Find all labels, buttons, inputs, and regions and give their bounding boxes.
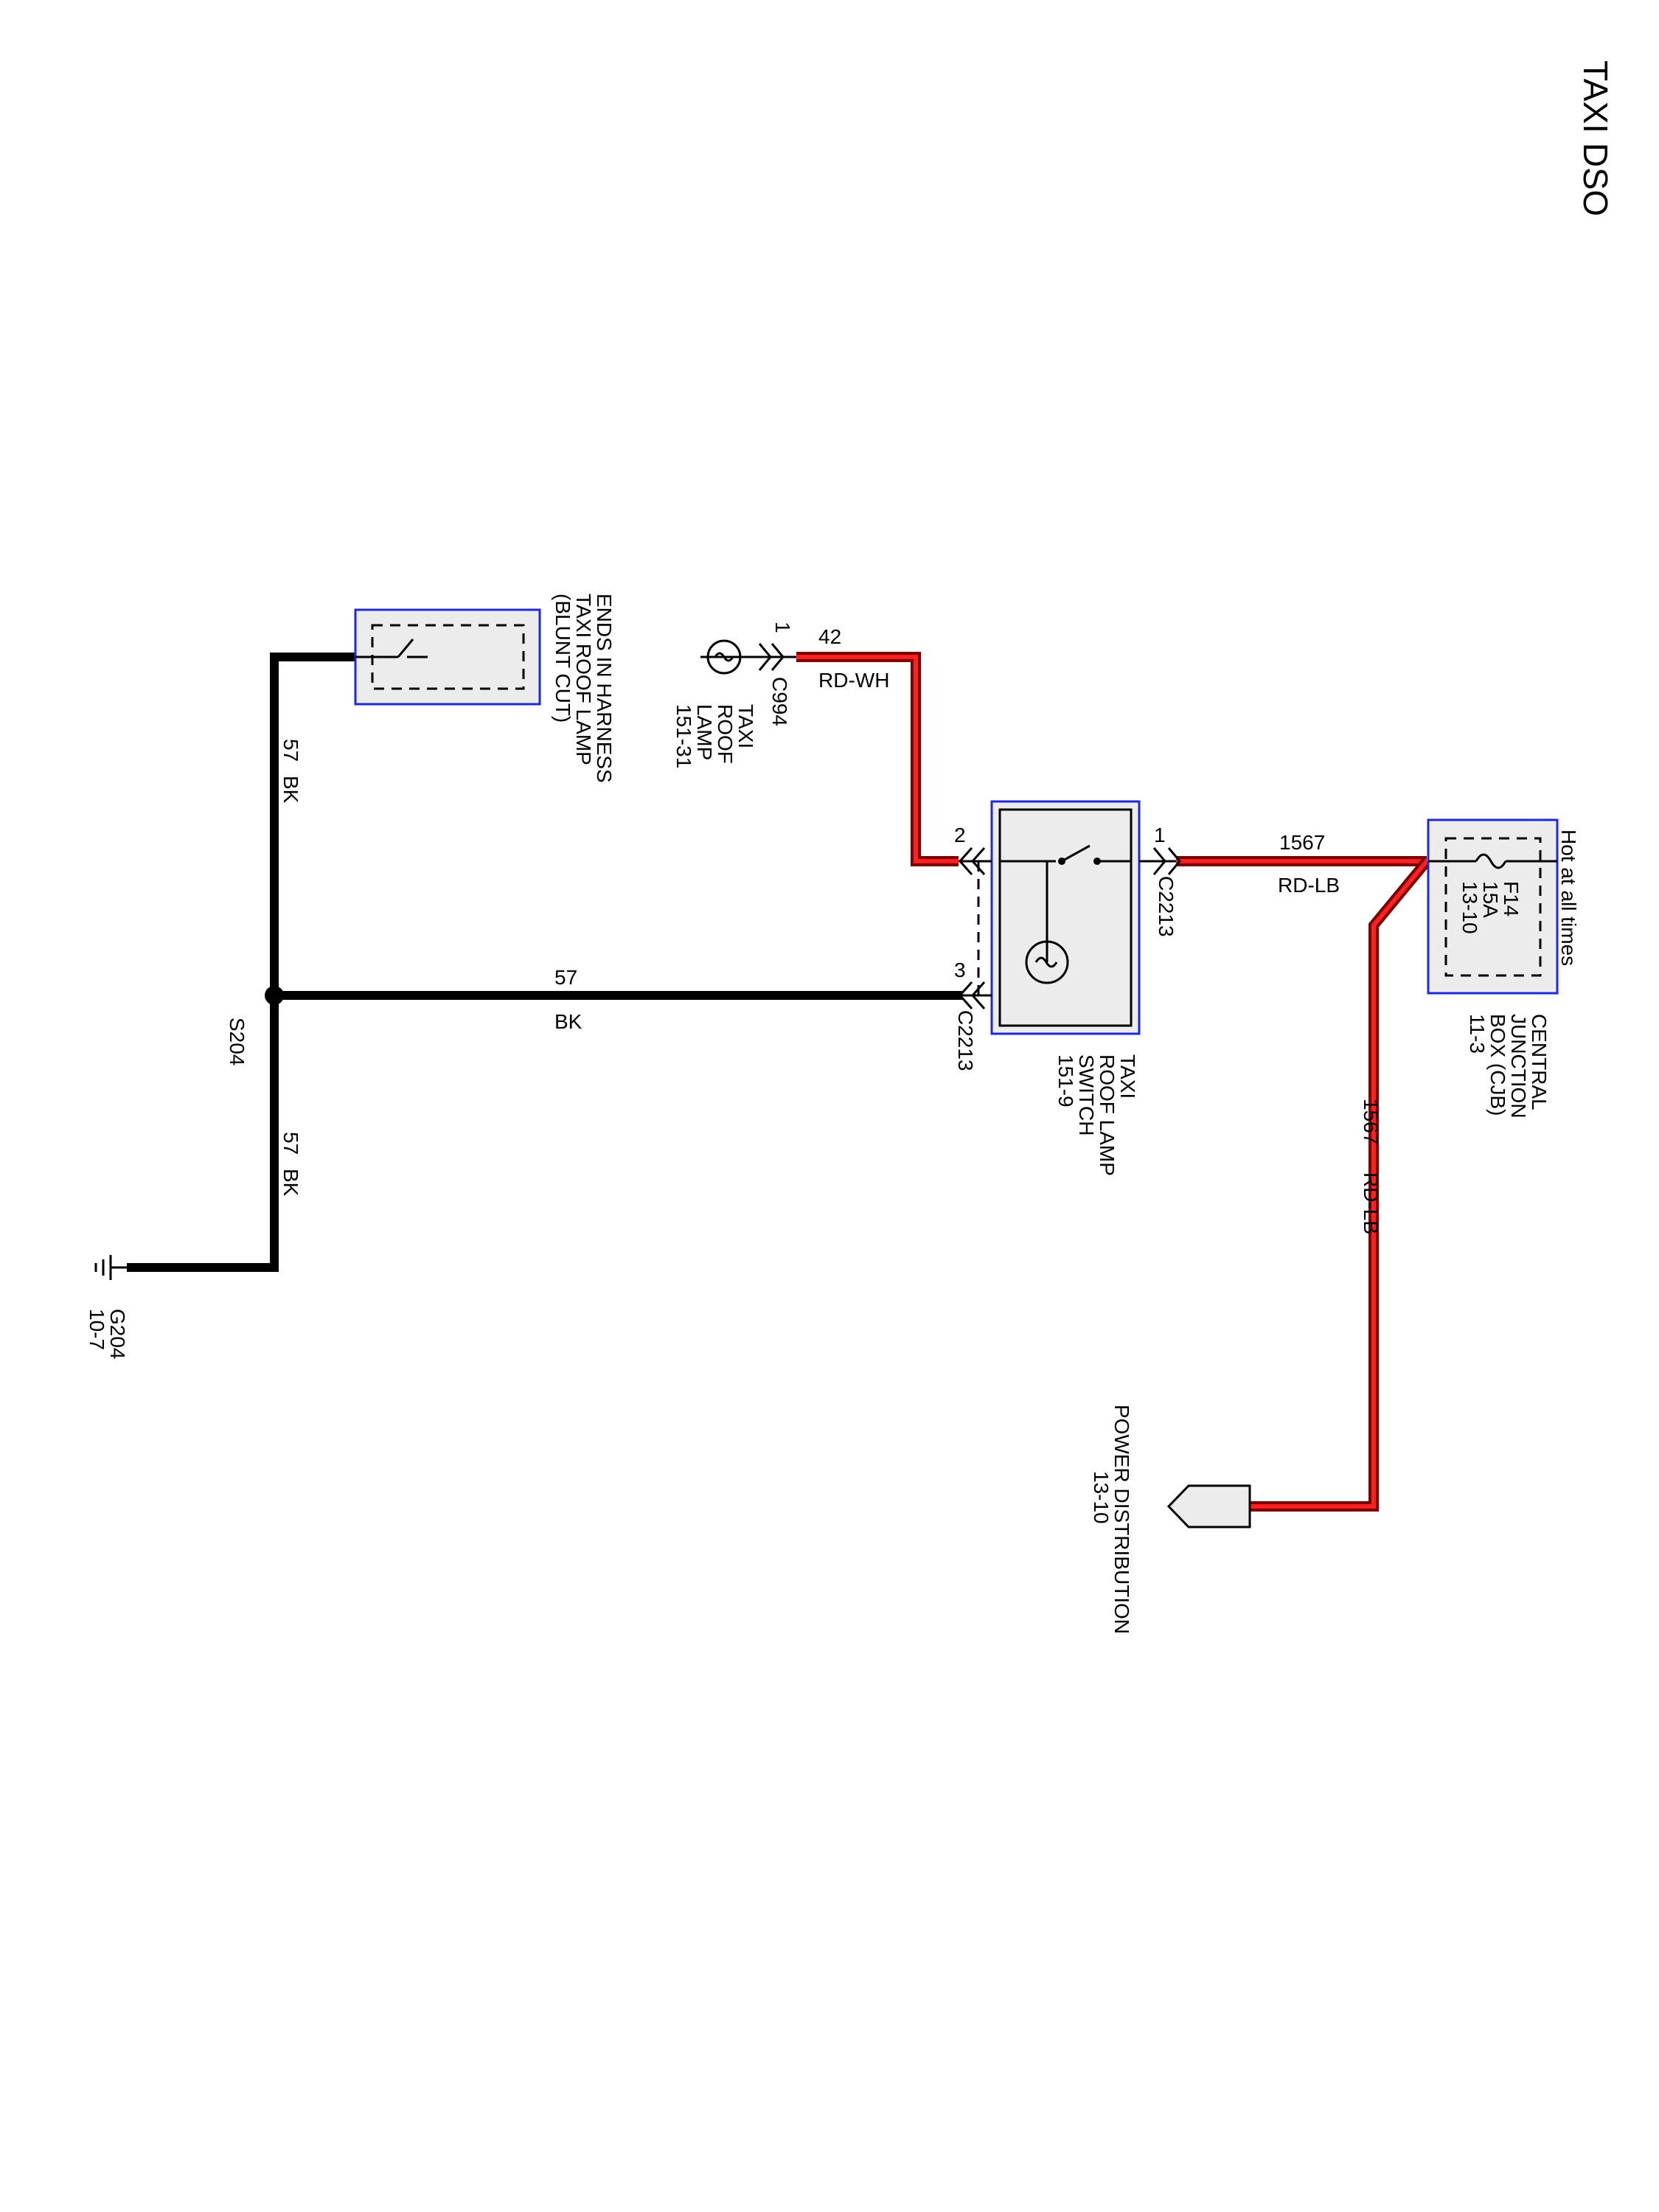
wire-57-mid-color: BK	[554, 1010, 582, 1033]
connector-c2213-label-top: C2213	[1155, 876, 1178, 937]
wire-1567-top-circuit: 1567	[1279, 831, 1325, 854]
wire-57-upper-circuit: 57	[279, 739, 302, 762]
cjb-name-line3: BOX (CJB)	[1486, 1014, 1509, 1116]
switch-name-line1: TAXI	[1116, 1054, 1139, 1099]
ground-g204-icon	[94, 1255, 127, 1280]
switch-pin3-label: 3	[954, 959, 966, 981]
wire-57-upper	[270, 653, 355, 995]
cjb-name-line4: 11-3	[1466, 1014, 1489, 1054]
harness-end-blunt-cut	[354, 608, 541, 706]
diagram-title: TAXI DSO	[1576, 60, 1615, 216]
ground-label-line1: G204	[106, 1309, 129, 1360]
wire-57-lower-color: BK	[279, 1169, 302, 1197]
wire-42-rd-wh	[796, 652, 959, 866]
fuse-f14-icon	[1428, 853, 1557, 869]
cjb-name-line2: JUNCTION	[1507, 1014, 1530, 1119]
connector-c2213-pin3-icon	[958, 981, 986, 1009]
harness-end-line1: ENDS IN HARNESS	[593, 594, 616, 783]
wire-42-circuit: 42	[818, 625, 841, 648]
wire-1567-vertical	[1250, 858, 1431, 1512]
wire-57-upper-color: BK	[279, 776, 302, 804]
switch-name-line4: 151-9	[1054, 1054, 1077, 1107]
harness-end-line3: (BLUNT CUT)	[552, 594, 574, 723]
cjb-name-line1: CENTRAL	[1528, 1014, 1551, 1110]
switch-name-line2: ROOF LAMP	[1096, 1054, 1119, 1176]
switch-name-line3: SWITCH	[1075, 1054, 1098, 1135]
wire-57-lower	[127, 995, 279, 1272]
wire-57-lower-circuit: 57	[279, 1132, 302, 1155]
splice-s204-dot	[265, 986, 284, 1005]
cjb-hot-label: Hot at all times	[1557, 830, 1580, 966]
wire-1567-vertical-color: RD-LB	[1360, 1172, 1382, 1234]
cjb-fuse-line2: 15A	[1479, 881, 1502, 918]
roof-lamp-name-line4: 151-31	[672, 704, 695, 768]
central-junction-box	[1427, 818, 1559, 995]
power-distribution-connector-icon	[1166, 1484, 1251, 1528]
switch-indicator-lamp-icon	[1025, 940, 1069, 984]
roof-lamp-bulb-icon	[706, 639, 742, 675]
cjb-fuse-line1: F14	[1500, 881, 1523, 917]
switch-pin2-label: 2	[954, 824, 966, 846]
wire-42-color: RD-WH	[818, 669, 889, 692]
switch-pin1-label: 1	[1154, 824, 1166, 846]
connector-c2213-pin2-icon	[958, 847, 986, 875]
taxi-roof-lamp-switch	[959, 800, 1176, 1035]
wire-1567-top-color: RD-LB	[1278, 874, 1340, 897]
taxi-roof-lamp	[700, 639, 796, 675]
wire-57-mid-circuit: 57	[554, 966, 577, 989]
cjb-fuse-line3: 13-10	[1458, 881, 1481, 934]
connector-c2213-label-bottom: C2213	[954, 1010, 977, 1071]
roof-lamp-name-line3: LAMP	[693, 704, 716, 760]
power-distribution-line2: 13-10	[1090, 1471, 1113, 1524]
power-distribution-line1: POWER DISTRIBUTION	[1110, 1405, 1133, 1634]
roof-lamp-pin-label: 1	[771, 622, 794, 633]
switch-contact-right	[1093, 858, 1101, 865]
connector-c994-label: C994	[768, 677, 791, 726]
roof-lamp-name-line1: TAXI	[734, 704, 757, 748]
splice-s204-label: S204	[226, 1018, 248, 1065]
wire-1567-vertical-circuit: 1567	[1360, 1099, 1382, 1144]
ground-label-line2: 10-7	[86, 1309, 108, 1350]
roof-lamp-name-line2: ROOF	[714, 704, 737, 764]
connector-c2213-pin1-icon	[1152, 847, 1181, 875]
harness-end-line2: TAXI ROOF LAMP	[572, 594, 595, 765]
connector-c994-icon	[758, 643, 785, 671]
